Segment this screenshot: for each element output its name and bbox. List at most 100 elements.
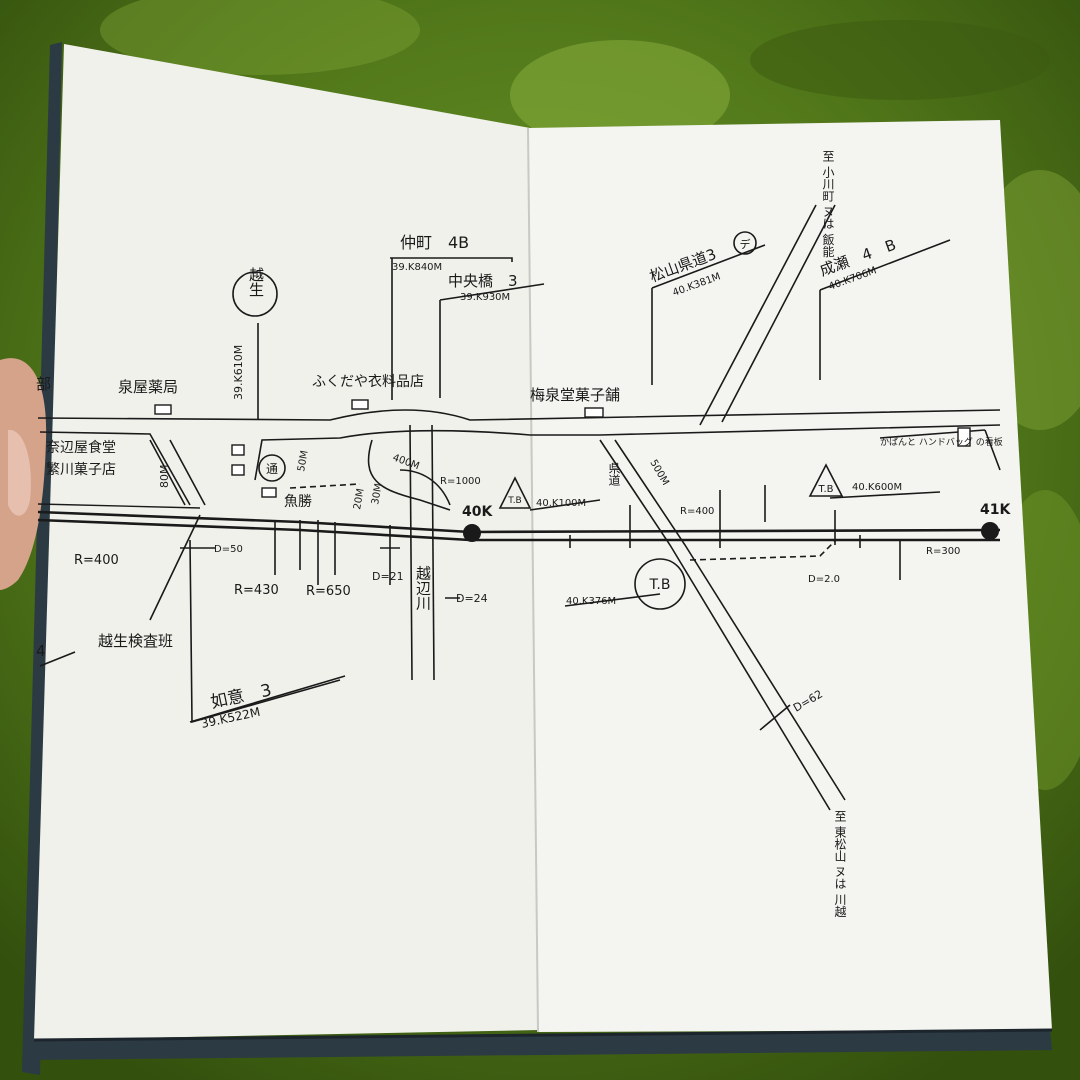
izumiya-label: 泉屋薬局 (118, 378, 178, 396)
nakamachi-label: 仲町 4B (400, 233, 469, 252)
chuohashi-km-label: 39.K930M (460, 292, 510, 303)
book-cover (22, 42, 62, 1075)
tb2-triangle (808, 463, 844, 497)
d24-label: D=24 (456, 592, 488, 605)
r650-label: R=650 (306, 584, 351, 599)
gutter (527, 127, 539, 1033)
tb3-label: T.B (649, 577, 671, 593)
kendo-label: 県道 (607, 462, 621, 486)
d-marker (180, 547, 460, 599)
dashed-road (289, 483, 361, 489)
d20-label: D=2.0 (808, 574, 840, 585)
right-side-ticks (569, 485, 901, 580)
km40-label: 40K (462, 504, 493, 520)
d50-label: D=50 (214, 544, 243, 555)
road-kendo-right (614, 439, 846, 801)
velvet-shadow (750, 20, 1050, 100)
right-edge-lines (984, 429, 1001, 471)
km41-label: 41K (980, 502, 1011, 518)
umeizumi-label: 梅泉堂菓子舗 (530, 386, 620, 404)
road-kendo-left (599, 439, 831, 811)
main-road-lower-edge (39, 424, 1001, 506)
tb1-km-label: 40.K100M (536, 498, 586, 509)
dist20-label: 20M (352, 488, 367, 511)
curve-arrow-2 (399, 469, 451, 506)
velvet-highlight (510, 40, 730, 150)
koze-circle (232, 271, 278, 317)
tb3-pointer (564, 593, 661, 607)
r430-label: R=430 (234, 583, 279, 598)
map-symbols (232, 231, 844, 610)
koze-km-label: 39.K610M (232, 345, 245, 400)
umeizumi-building (584, 407, 604, 418)
d62-marker (759, 704, 791, 731)
map-linework (37, 204, 1001, 811)
street-dist-guide (149, 439, 206, 506)
left-edge-4: 4 (36, 642, 46, 660)
fukudaya-building (351, 399, 369, 410)
thumb-nail (8, 429, 31, 516)
uokatsu-label: 魚勝 (284, 494, 312, 510)
fukudaya-label: ふくだや衣料品店 (312, 374, 424, 390)
railway-line-1 (37, 510, 1001, 534)
left-page (34, 44, 540, 1040)
to-higashi-label: 至 東松山 ヌは 川越 (833, 810, 847, 918)
bag-sign-label: かばんと ハンドバッグ の看板 (880, 436, 1003, 448)
to-ogawa-label: 至 小川町 ヌは 飯能 (821, 150, 835, 257)
shigekawa-label: 繁川菓子店 (46, 462, 116, 478)
de-circle (733, 231, 757, 255)
r1000-label: R=1000 (440, 476, 481, 487)
river-right (431, 424, 435, 681)
nyoran-guide (189, 675, 346, 723)
right-page (528, 120, 1052, 1032)
road-ogawa-right (721, 204, 836, 423)
d21-label: D=21 (372, 570, 404, 583)
river-left (409, 424, 413, 681)
main-road-upper-edge (37, 409, 1001, 421)
dashed-road-right (689, 539, 837, 561)
koze-label: 越生 (247, 267, 265, 297)
velvet-highlight (100, 0, 420, 75)
uokatsu-building (261, 487, 277, 498)
de-label: デ (740, 237, 751, 251)
nakamachi-km-label: 39.K840M (392, 262, 442, 273)
tb3-km-label: 40.K376M (566, 596, 616, 607)
railway-line-2 (37, 518, 1000, 542)
left-edge-line (39, 651, 76, 667)
tb2-km-label: 40.K600M (852, 482, 902, 493)
shigekawa-building (231, 464, 245, 476)
tb2-pointer (829, 491, 941, 545)
curve-ticks (274, 520, 391, 585)
street-chuohashi (439, 283, 545, 398)
road-matsuyama (651, 244, 766, 385)
kensa-label: 越生検査班 (98, 632, 173, 650)
chuohashi-label: 中央橋 3 (448, 272, 518, 290)
tsu-circle (258, 454, 286, 482)
nabe-building (231, 444, 245, 456)
km41-dot (981, 522, 999, 540)
bag-sign-building (957, 427, 971, 447)
r400-left-label: R=400 (74, 553, 119, 568)
railway-line-3 (37, 503, 201, 509)
tb1-pointer (529, 499, 601, 511)
tb2-label: T.B (818, 484, 834, 495)
tb1-triangle (498, 476, 532, 509)
r400-right-label: R=400 (680, 506, 714, 517)
r300-label: R=300 (926, 546, 960, 557)
nabe-label: 奈辺屋食堂 (46, 439, 116, 456)
tb1-label: T.B (507, 496, 521, 506)
road-naruse (819, 239, 951, 380)
dist30-label: 30M (370, 483, 385, 506)
tb3-circle (634, 558, 686, 610)
book-cover-bottom (28, 1030, 1052, 1060)
dist50-label: 50M (296, 450, 311, 473)
road-ogawa-left (699, 204, 817, 426)
tsu-label: 通 (266, 462, 278, 476)
street-nakamachi (390, 257, 513, 400)
kozegawa-label: 越辺川 (414, 566, 432, 611)
left-edge-char: 部 (36, 375, 51, 393)
km40-dot (463, 524, 481, 542)
curve-arrow-1 (367, 439, 451, 511)
izumiya-building (154, 404, 172, 415)
